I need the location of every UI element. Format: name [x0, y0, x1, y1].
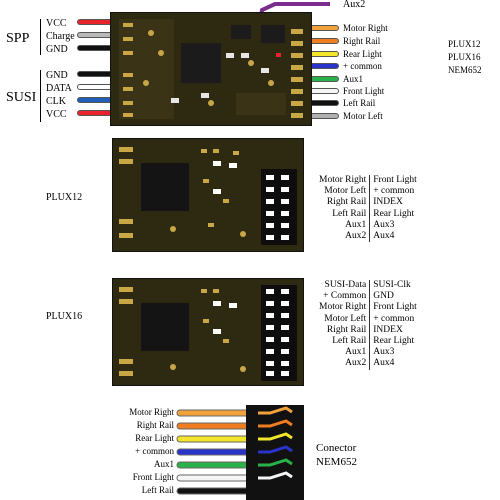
pin-right-label: Aux3: [373, 347, 395, 358]
nem652-label: Front Light: [132, 472, 174, 482]
spp-pin-charge: Charge: [46, 31, 75, 42]
right-label-common: + common: [343, 61, 382, 71]
nem652-title-line2: NEM652: [316, 456, 357, 468]
pin-left-label: Motor Right: [316, 302, 371, 314]
pin-row: Motor Left+ common: [316, 186, 420, 198]
right-label-motor-right: Motor Right: [343, 23, 388, 33]
pin-left-label: Left Rail: [316, 208, 371, 220]
pin-right-label: SUSI-Clk: [373, 280, 411, 290]
plux16-section: PLUX16: [0, 278, 500, 390]
nem652-wires-svg: [176, 405, 304, 500]
pin-left-label: Aux1: [316, 219, 371, 232]
pin-left-label: Motor Left: [316, 313, 371, 325]
susi-pin-data: DATA: [46, 83, 72, 94]
plux12-title: PLUX12: [46, 192, 83, 203]
pin-left-label: Aux1: [316, 347, 371, 359]
pin-left-label: Right Rail: [316, 197, 371, 209]
spp-pin-vcc: VCC: [46, 18, 67, 29]
pin-right-label: INDEX: [373, 197, 403, 208]
pin-right-label: Front Light: [373, 302, 417, 313]
pin-row: Motor Left+ common: [316, 313, 420, 325]
susi-pin-vcc: VCC: [46, 109, 67, 120]
pin-right-label: Rear Light: [373, 336, 415, 347]
right-label-rear-light: Rear Light: [343, 49, 382, 59]
pin-right-label: Rear Light: [373, 208, 415, 219]
top-board-traces: [119, 19, 303, 119]
pin-right-label: Aux4: [373, 231, 395, 242]
pin-right-label: + common: [373, 186, 415, 197]
nem652-label: Aux1: [154, 459, 174, 469]
plux16-title: PLUX16: [46, 311, 83, 322]
nem652-pin-wire: [258, 406, 293, 415]
standard-plux12: PLUX12: [448, 39, 481, 49]
nem652-pin-wire: [258, 484, 293, 493]
pin-left-label: Motor Left: [316, 186, 371, 198]
pin-left-label: SUSI-Data: [316, 280, 371, 292]
spp-bracket: [40, 19, 41, 55]
susi-group-label: SUSI: [6, 90, 37, 105]
pin-right-label: GND: [373, 291, 394, 302]
nem652-connector-body: [246, 405, 304, 500]
pin-left-label: Motor Right: [316, 175, 371, 187]
susi-bracket: [40, 70, 41, 122]
spp-pin-gnd: GND: [46, 44, 68, 55]
nem652-label: Right Rail: [136, 420, 174, 430]
top-decoder-diagram: SPP SUSI VCC Charge GND GND DATA CLK VCC: [0, 0, 500, 130]
nem652-pin-wire: [258, 458, 293, 467]
standard-nem652: NEM652: [448, 65, 482, 75]
nem652-label: Rear Light: [135, 433, 174, 443]
pin-right-label: Aux4: [373, 358, 395, 369]
pin-left-label: + Common: [316, 291, 371, 303]
nem652-label: Left Rail: [141, 485, 174, 495]
aux2-label: Aux2: [343, 0, 366, 10]
standard-plux16: PLUX16: [448, 52, 481, 62]
nem652-label: Motor Right: [129, 407, 174, 417]
pin-right-label: Front Light: [373, 175, 417, 185]
right-label-left-rail: Left Rail: [343, 98, 376, 108]
plux16-board: [112, 278, 304, 386]
nem652-pin-wire: [258, 419, 293, 428]
pin-left-label: Right Rail: [316, 324, 371, 337]
nem652-title-line1: Conector: [316, 442, 357, 454]
nem652-label: + common: [135, 446, 174, 456]
nem652-pin-wire: [258, 432, 293, 441]
right-label-aux1: Aux1: [343, 74, 363, 84]
plux12-section: PLUX12: [0, 138, 500, 252]
plux16-board-traces: [119, 285, 297, 381]
susi-pin-gnd: GND: [46, 70, 68, 81]
pin-left-label: Aux2: [316, 358, 371, 370]
nem652-pin-wire: [258, 471, 293, 480]
pin-left-label: Aux2: [316, 231, 371, 243]
pin-right-label: INDEX: [373, 324, 403, 335]
pin-right-label: + common: [373, 313, 415, 324]
right-label-motor-left: Motor Left: [343, 111, 383, 121]
pin-right-label: Aux3: [373, 219, 395, 230]
spp-group-label: SPP: [6, 31, 30, 46]
susi-pin-clk: CLK: [46, 96, 66, 107]
plux12-board-traces: [119, 147, 297, 245]
plux12-board: [112, 138, 304, 252]
nem652-pin-wire: [258, 445, 293, 454]
right-label-right-rail: Right Rail: [343, 36, 381, 46]
top-decoder-board: [110, 12, 312, 126]
pin-left-label: Left Rail: [316, 336, 371, 348]
right-label-front-light: Front Light: [343, 86, 385, 96]
